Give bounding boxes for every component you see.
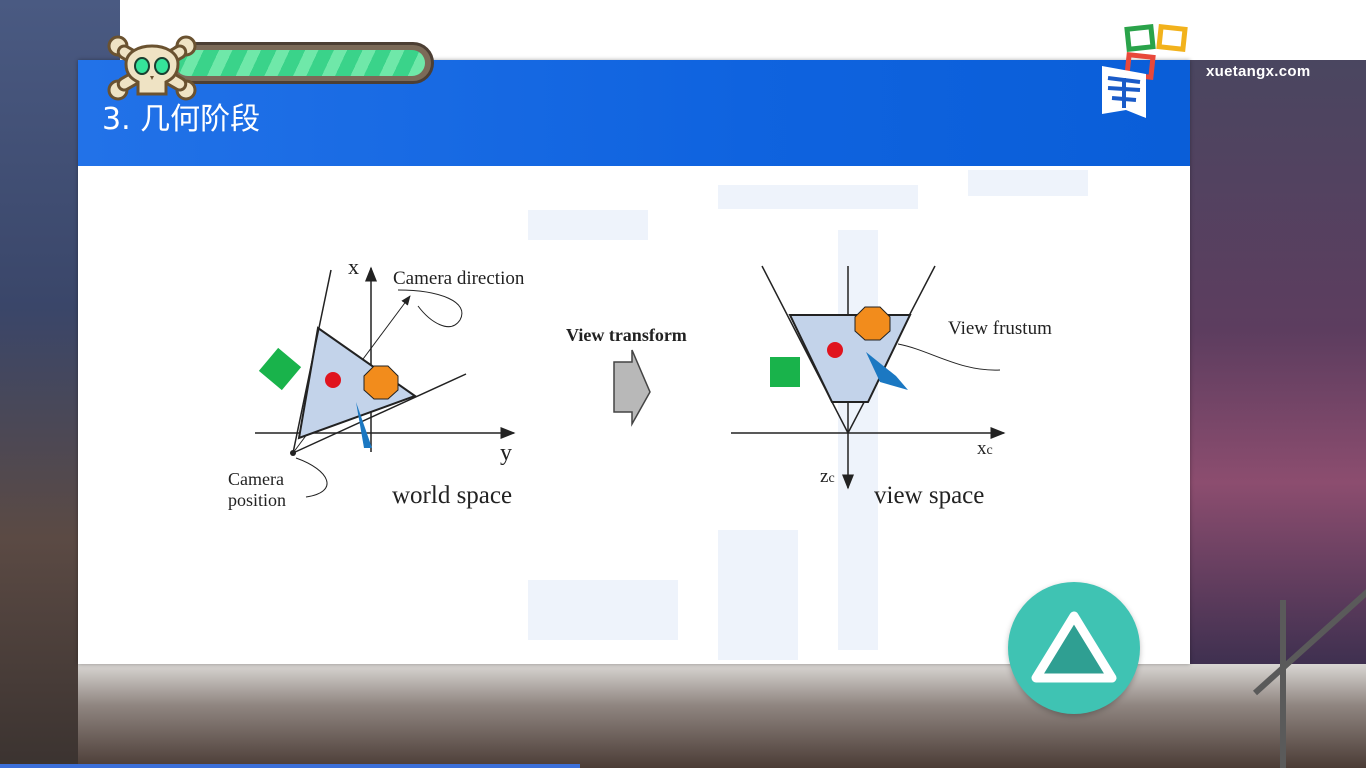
health-bar [166, 42, 434, 84]
xuetangx-logo-icon[interactable] [1098, 22, 1194, 122]
view-frustum-edge-left [761, 265, 849, 434]
world-axis-x-label: x [348, 254, 359, 279]
view-axis-zc-label: zc [820, 466, 835, 488]
view-space-diagram [731, 265, 1006, 490]
world-frustum [297, 326, 418, 440]
decorative-stroke [1280, 600, 1286, 768]
camera-position-leader [295, 457, 328, 498]
health-overlay [104, 24, 438, 104]
view-transform-arrow [613, 349, 651, 427]
slide-watermark [528, 580, 678, 640]
site-name: xuetangx.com [1206, 63, 1311, 80]
view-transform-label: View transform [566, 325, 687, 345]
slide-watermark [968, 170, 1088, 196]
world-space-caption: world space [392, 482, 513, 509]
slide-watermark [718, 530, 798, 660]
background-art-right [1190, 60, 1366, 664]
world-blue-wedge [356, 402, 372, 448]
slide-watermark [718, 185, 918, 209]
view-axis-xc-subscript: c [986, 443, 993, 458]
camera-position-dot [290, 450, 296, 456]
camera-position-label-line1: Camera [228, 469, 284, 489]
world-red-circle [325, 372, 341, 388]
view-axis-xc-letter: x [977, 438, 987, 459]
view-axis-xc-label: xc [977, 438, 993, 460]
view-blue-wedge [866, 352, 908, 390]
slide-watermark [528, 210, 648, 240]
camera-direction-label: Camera direction [393, 268, 525, 289]
view-red-circle [827, 342, 843, 358]
play-button[interactable] [1008, 582, 1140, 714]
view-axis-zc-letter: z [820, 466, 829, 487]
health-bar-fill [175, 50, 425, 76]
world-frustum-edge-lower [292, 373, 467, 454]
world-space-diagram [255, 266, 516, 498]
view-orange-octagon [854, 306, 891, 341]
view-frustum [788, 314, 912, 403]
slide-watermark [838, 230, 878, 650]
triangle-play-icon [1031, 611, 1117, 683]
view-axis-zc-subscript: c [828, 471, 835, 486]
world-orange-octagon [363, 365, 399, 400]
skull-crossbones-icon [107, 35, 197, 101]
camera-position-label-line2: position [228, 490, 287, 510]
view-space-caption: view space [874, 482, 985, 509]
view-frustum-leader [897, 343, 1001, 371]
world-green-square [258, 347, 302, 391]
view-frustum-label: View frustum [948, 318, 1052, 339]
slide-title: 3. 几何阶段 [102, 102, 261, 137]
world-axis-y-label: y [500, 440, 512, 466]
video-progress-bar[interactable] [0, 764, 580, 768]
view-green-square [770, 357, 800, 387]
background-art-bottom [78, 664, 1366, 768]
world-frustum-edge-upper [292, 269, 332, 454]
camera-direction-leader [397, 289, 463, 327]
